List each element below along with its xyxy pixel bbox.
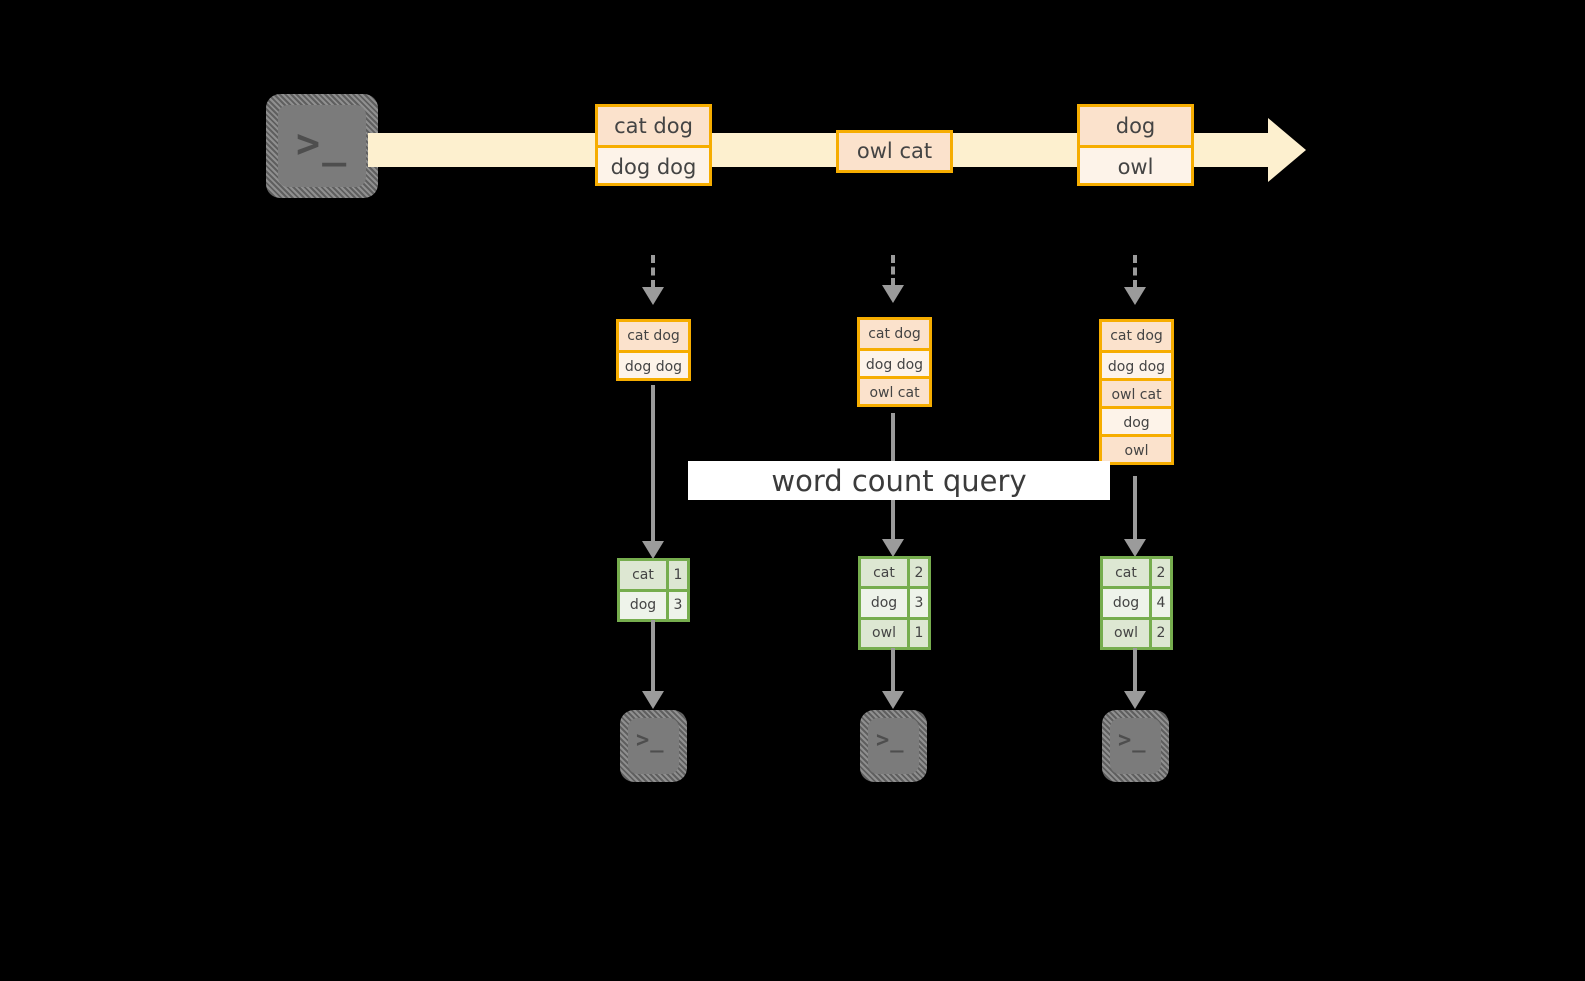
snapshot-2-query-arrowhead: [882, 539, 904, 557]
snapshot-1-sink-terminal-icon: >_: [620, 710, 687, 782]
query-caption-label: word count query: [771, 463, 1027, 498]
terminal-prompt-glyph: >_: [636, 728, 665, 753]
snapshot-2-tap-arrowhead: [882, 285, 904, 303]
table-row: owl cat: [860, 376, 929, 404]
result-word: cat: [620, 561, 666, 589]
snapshot-3-query-arrowhead: [1124, 539, 1146, 557]
snapshot-1-tap-arrowhead: [642, 287, 664, 305]
stream-event-1: cat dog dog dog: [595, 104, 712, 186]
snapshot-1-query-arrowhead: [642, 541, 664, 559]
snapshot-3-sink-terminal-icon: >_: [1102, 710, 1169, 782]
snapshot-2-input-table: cat dog dog dog owl cat: [857, 317, 932, 407]
table-row: dog 4: [1103, 586, 1170, 617]
query-caption-band: word count query: [688, 461, 1110, 500]
result-count: 1: [907, 619, 928, 647]
result-count: 1: [666, 561, 687, 589]
table-row: cat 2: [861, 559, 928, 587]
snapshot-2-sink-arrowhead: [882, 691, 904, 709]
terminal-screen: [868, 718, 919, 774]
result-word: dog: [861, 589, 907, 617]
snapshot-3-input-table: cat dog dog dog owl cat dog owl: [1099, 319, 1174, 465]
table-row: dog dog: [1102, 350, 1171, 378]
terminal-screen: [1110, 718, 1161, 774]
result-word: owl: [861, 619, 907, 647]
source-terminal-icon: >_: [266, 94, 378, 198]
result-count: 2: [907, 559, 928, 587]
snapshot-3-query-line: [1133, 476, 1137, 541]
snapshot-3-sink-line: [1133, 648, 1137, 692]
snapshot-1-sink-arrowhead: [642, 691, 664, 709]
result-count: 4: [1149, 589, 1170, 617]
stream-event-2: owl cat: [836, 130, 953, 173]
stream-event-line: owl cat: [839, 133, 950, 170]
terminal-screen: [628, 718, 679, 774]
stream-event-line: dog dog: [598, 145, 709, 183]
table-row: owl cat: [1102, 378, 1171, 406]
snapshot-2-sink-line: [891, 648, 895, 692]
terminal-prompt-glyph: >_: [876, 728, 905, 753]
snapshot-2-sink-terminal-icon: >_: [860, 710, 927, 782]
stream-event-line: owl: [1080, 145, 1191, 183]
table-row: dog dog: [619, 350, 688, 378]
stream-event-line: dog: [1080, 107, 1191, 145]
stream-event-line: cat dog: [598, 107, 709, 145]
snapshot-3-result-table: cat 2 dog 4 owl 2: [1100, 556, 1173, 650]
table-row: cat 2: [1103, 559, 1170, 587]
snapshot-3-tap-arrowhead: [1124, 287, 1146, 305]
result-word: dog: [620, 591, 666, 619]
table-row: cat dog: [619, 322, 688, 350]
snapshot-1-tap-line: [651, 255, 655, 288]
snapshot-1-query-line: [651, 385, 655, 543]
result-word: owl: [1103, 619, 1149, 647]
table-row: cat 1: [620, 561, 687, 589]
stream-arrow-head: [1268, 118, 1306, 182]
table-row: owl: [1102, 434, 1171, 462]
table-row: cat dog: [860, 320, 929, 348]
terminal-screen: [278, 105, 366, 187]
table-row: dog: [1102, 406, 1171, 434]
snapshot-1-sink-line: [651, 620, 655, 692]
table-row: owl 2: [1103, 616, 1170, 647]
snapshot-1-result-table: cat 1 dog 3: [617, 558, 690, 622]
result-count: 3: [907, 589, 928, 617]
result-word: cat: [1103, 559, 1149, 587]
snapshot-1-input-table: cat dog dog dog: [616, 319, 691, 381]
table-row: dog 3: [861, 586, 928, 617]
result-count: 3: [666, 591, 687, 619]
stream-event-3: dog owl: [1077, 104, 1194, 186]
result-word: cat: [861, 559, 907, 587]
snapshot-3-tap-line: [1133, 255, 1137, 288]
table-row: dog 3: [620, 588, 687, 619]
terminal-prompt-glyph: >_: [1118, 728, 1147, 753]
terminal-prompt-glyph: >_: [296, 121, 349, 167]
table-row: cat dog: [1102, 322, 1171, 350]
table-row: owl 1: [861, 616, 928, 647]
result-count: 2: [1149, 559, 1170, 587]
result-word: dog: [1103, 589, 1149, 617]
snapshot-2-result-table: cat 2 dog 3 owl 1: [858, 556, 931, 650]
table-row: dog dog: [860, 348, 929, 376]
snapshot-3-sink-arrowhead: [1124, 691, 1146, 709]
snapshot-2-tap-line: [891, 255, 895, 286]
result-count: 2: [1149, 619, 1170, 647]
